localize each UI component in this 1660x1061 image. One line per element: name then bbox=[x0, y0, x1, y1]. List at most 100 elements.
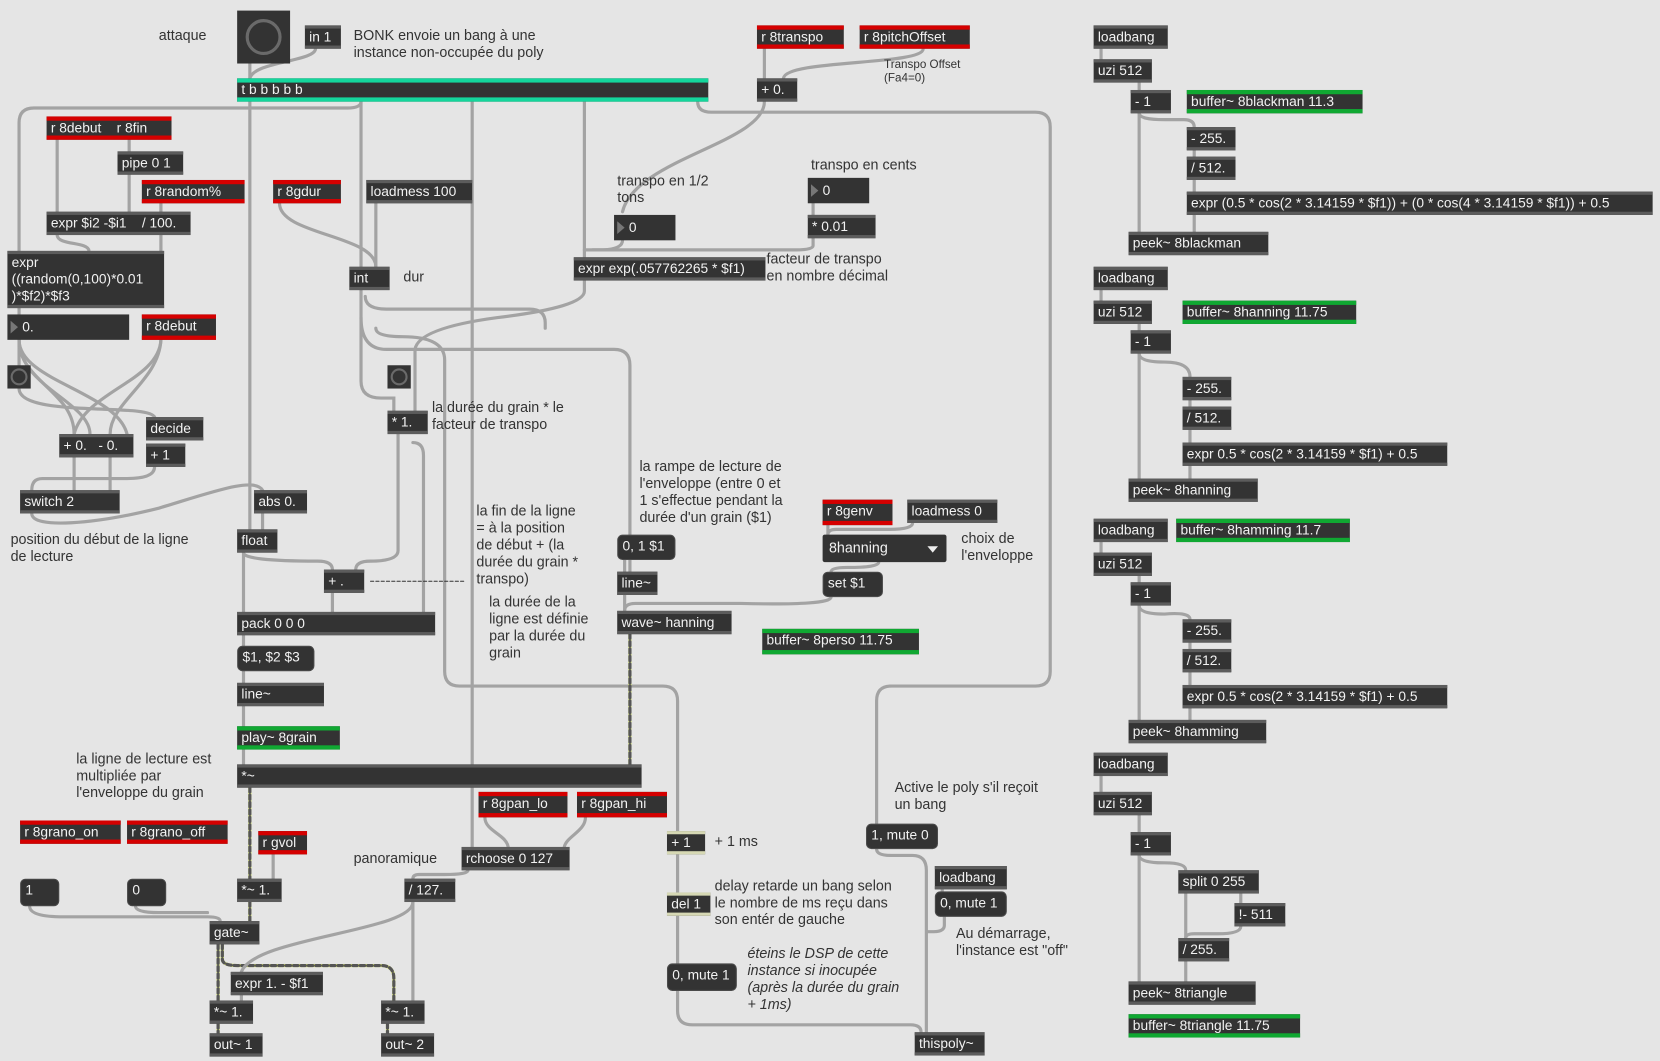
minus-one-triangle[interactable]: - 1 bbox=[1130, 832, 1171, 856]
semitones-number-box[interactable]: 0 bbox=[614, 214, 676, 241]
abs-object[interactable]: abs 0. bbox=[254, 490, 308, 514]
multiply-transpo-object[interactable]: * 1. bbox=[387, 410, 428, 435]
add-one-ms-object[interactable]: + 1 bbox=[666, 831, 706, 855]
comment-choix-enveloppe: choix de l'enveloppe bbox=[961, 530, 1034, 564]
pack-message[interactable]: $1, $2 $3 bbox=[237, 645, 315, 672]
expr-exp-object[interactable]: expr exp(.057762265 * $f1) bbox=[573, 257, 766, 281]
out-left-object[interactable]: out~ 1 bbox=[209, 1033, 263, 1057]
minus-one-hamming[interactable]: - 1 bbox=[1130, 582, 1171, 606]
minus-one-blackman[interactable]: - 1 bbox=[1130, 89, 1171, 114]
float-object[interactable]: float bbox=[237, 529, 278, 553]
add-object[interactable]: + 0. bbox=[756, 78, 798, 102]
loadbang-hamming[interactable]: loadbang bbox=[1093, 518, 1168, 543]
trigger-object[interactable]: t b b b b b bbox=[237, 78, 709, 102]
ramp-message[interactable]: 0, 1 $1 bbox=[617, 534, 676, 561]
bang-button[interactable] bbox=[7, 365, 31, 389]
add-one-object[interactable]: + 1 bbox=[146, 443, 186, 467]
peek-blackman[interactable]: peek~ 8blackman bbox=[1128, 231, 1269, 256]
loadbang-hanning[interactable]: loadbang bbox=[1093, 266, 1168, 291]
inlet-object[interactable]: in 1 bbox=[304, 25, 341, 49]
loadmess-100[interactable]: loadmess 100 bbox=[366, 179, 473, 204]
switch-object[interactable]: switch 2 bbox=[20, 490, 120, 514]
left-multiply-object[interactable]: *~ 1. bbox=[209, 1000, 254, 1024]
line-object[interactable]: line~ bbox=[237, 682, 324, 707]
pipe-object[interactable]: pipe 0 1 bbox=[117, 151, 184, 175]
message-one[interactable]: 1 bbox=[20, 878, 60, 907]
receive-grano-off[interactable]: r 8grano_off bbox=[127, 820, 228, 844]
rchoose-object[interactable]: rchoose 0 127 bbox=[461, 846, 570, 871]
peek-hamming[interactable]: peek~ 8hamming bbox=[1128, 719, 1267, 744]
split-triangle[interactable]: split 0 255 bbox=[1178, 870, 1259, 894]
out-right-object[interactable]: out~ 2 bbox=[381, 1033, 435, 1057]
volume-multiply-object[interactable]: *~ 1. bbox=[237, 878, 282, 903]
bang-attaque-button[interactable] bbox=[237, 10, 291, 64]
reverse-minus-triangle[interactable]: !- 511 bbox=[1234, 903, 1286, 927]
multiply-signal-object[interactable]: *~ bbox=[237, 764, 642, 788]
divide-512-hamming[interactable]: / 512. bbox=[1182, 648, 1232, 673]
buffer-triangle[interactable]: buffer~ 8triangle 11.75 bbox=[1128, 1014, 1301, 1038]
wave-object[interactable]: wave~ hanning bbox=[617, 610, 732, 635]
minus-255-hanning[interactable]: - 255. bbox=[1182, 376, 1232, 401]
receive-random[interactable]: r 8random% bbox=[141, 179, 245, 204]
unmute-message[interactable]: 1, mute 0 bbox=[866, 823, 939, 850]
envelope-line-object[interactable]: line~ bbox=[617, 571, 658, 595]
receive-pitch-offset[interactable]: r 8pitchOffset bbox=[859, 25, 970, 49]
loadbang-triangle[interactable]: loadbang bbox=[1093, 752, 1168, 777]
delay-object[interactable]: del 1 bbox=[666, 892, 711, 916]
divide-127-object[interactable]: / 127. bbox=[404, 878, 456, 903]
uzi-hanning[interactable]: uzi 512 bbox=[1093, 300, 1152, 324]
int-object[interactable]: int bbox=[349, 266, 390, 291]
envelope-dropdown[interactable]: 8hanning bbox=[822, 534, 947, 563]
receive-grano-on[interactable]: r 8grano_on bbox=[20, 820, 121, 844]
expr-diff-object[interactable]: expr $i2 -$i1 / 100. bbox=[46, 211, 191, 236]
receive-genv[interactable]: r 8genv bbox=[822, 499, 893, 526]
peek-triangle[interactable]: peek~ 8triangle bbox=[1128, 981, 1256, 1005]
set-message[interactable]: set $1 bbox=[822, 571, 883, 598]
cents-number-box[interactable]: 0 bbox=[807, 177, 870, 204]
buffer-hamming[interactable]: buffer~ 8hamming 11.7 bbox=[1176, 518, 1350, 543]
bang-button[interactable] bbox=[387, 365, 411, 389]
message-zero[interactable]: 0 bbox=[127, 878, 167, 907]
receive-gdur[interactable]: r 8gdur bbox=[273, 179, 341, 204]
receive-debut[interactable]: r 8debut bbox=[141, 314, 216, 340]
loadbang-blackman[interactable]: loadbang bbox=[1093, 25, 1168, 49]
buffer-blackman[interactable]: buffer~ 8blackman 11.3 bbox=[1186, 89, 1363, 114]
position-number-box[interactable]: 0. bbox=[7, 314, 130, 340]
multiply-cents-object[interactable]: * 0.01 bbox=[807, 214, 876, 239]
receive-gpan-lo[interactable]: r 8gpan_lo bbox=[478, 791, 568, 818]
gate-object[interactable]: gate~ bbox=[209, 921, 260, 945]
minus-255-blackman[interactable]: - 255. bbox=[1186, 127, 1236, 151]
receive-gvol[interactable]: r gvol bbox=[258, 831, 308, 855]
uzi-blackman[interactable]: uzi 512 bbox=[1093, 59, 1152, 83]
receive-gpan-hi[interactable]: r 8gpan_hi bbox=[576, 791, 667, 818]
loadmess-0[interactable]: loadmess 0 bbox=[907, 499, 998, 523]
divide-512-blackman[interactable]: / 512. bbox=[1186, 156, 1236, 180]
thispoly-object[interactable]: thispoly~ bbox=[914, 1032, 985, 1056]
expr-hamming[interactable]: expr 0.5 * cos(2 * 3.14159 * $f1) + 0.5 bbox=[1182, 684, 1448, 709]
divide-255-triangle[interactable]: / 255. bbox=[1178, 938, 1230, 962]
divide-512-hanning[interactable]: / 512. bbox=[1182, 406, 1232, 430]
decide-object[interactable]: decide bbox=[146, 417, 204, 441]
minus-one-hanning[interactable]: - 1 bbox=[1130, 330, 1171, 354]
buffer-hanning[interactable]: buffer~ 8hanning 11.75 bbox=[1182, 300, 1357, 324]
buffer-perso[interactable]: buffer~ 8perso 11.75 bbox=[762, 628, 919, 655]
init-mute-message[interactable]: 0, mute 1 bbox=[934, 891, 1007, 917]
add-dot-object[interactable]: + . bbox=[323, 569, 365, 593]
expr-pan-object[interactable]: expr 1. - $f1 bbox=[230, 971, 323, 996]
add-subtract-object[interactable]: + 0. - 0. bbox=[59, 434, 134, 458]
uzi-hamming[interactable]: uzi 512 bbox=[1093, 552, 1152, 576]
pack-object[interactable]: pack 0 0 0 bbox=[237, 611, 436, 636]
expr-random-object[interactable]: expr ((random(0,100)*0.01 )*$f2)*$f3 bbox=[7, 250, 165, 309]
loadbang-poly[interactable]: loadbang bbox=[934, 866, 1007, 890]
right-multiply-object[interactable]: *~ 1. bbox=[381, 1000, 425, 1024]
expr-hanning[interactable]: expr 0.5 * cos(2 * 3.14159 * $f1) + 0.5 bbox=[1182, 442, 1448, 466]
peek-hanning[interactable]: peek~ 8hanning bbox=[1128, 478, 1258, 502]
receive-debut-fin[interactable]: r 8debut r 8fin bbox=[46, 116, 172, 140]
expr-blackman[interactable]: expr (0.5 * cos(2 * 3.14159 * $f1)) + (0… bbox=[1186, 191, 1653, 215]
receive-transpo[interactable]: r 8transpo bbox=[756, 25, 844, 49]
minus-255-hamming[interactable]: - 255. bbox=[1182, 619, 1232, 643]
play-object[interactable]: play~ 8grain bbox=[237, 726, 340, 750]
mute-message[interactable]: 0, mute 1 bbox=[666, 963, 737, 991]
uzi-triangle[interactable]: uzi 512 bbox=[1093, 791, 1152, 816]
